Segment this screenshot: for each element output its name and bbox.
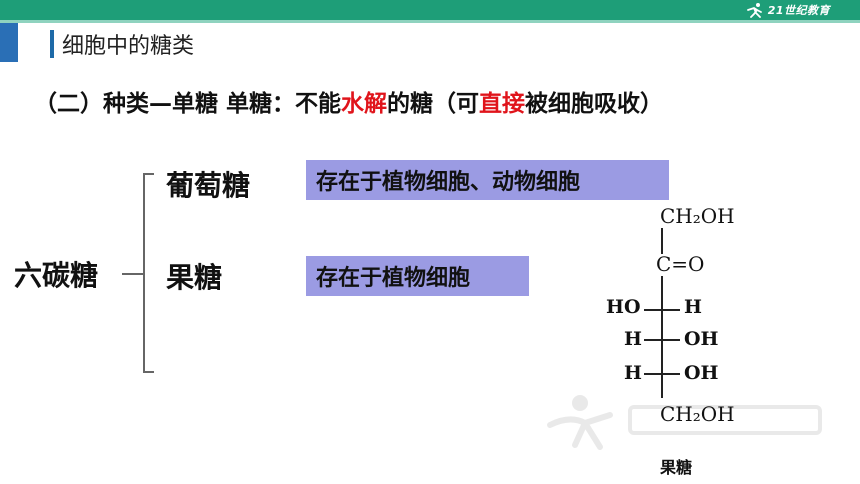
note-box-fructose: 存在于植物细胞: [306, 256, 529, 296]
title-marker: [50, 30, 54, 58]
fructose-structure: CH₂OH C=O HO H H OH H OH CH₂OH 果糖: [592, 198, 762, 484]
formula-row1-right: H: [684, 296, 702, 318]
heading-text-3: 被细胞吸收）: [525, 91, 664, 117]
category-label: 六碳糖: [14, 259, 99, 292]
formula-row3-left: H: [624, 362, 642, 384]
side-accent-bar: [0, 23, 18, 62]
runner-logo-icon: [746, 3, 762, 18]
logo-text: 21世纪教育: [767, 4, 830, 17]
fructose-structural-formula: [644, 228, 680, 398]
heading-keyword-direct: 直接: [479, 91, 526, 117]
formula-row1-left: HO: [606, 296, 641, 318]
heading-keyword-hydrolysis: 水解: [341, 91, 388, 117]
note-box-glucose: 存在于植物细胞、动物细胞: [306, 160, 669, 200]
formula-top-group: CH₂OH: [660, 204, 735, 228]
heading-text-2: 的糖（可: [387, 91, 480, 117]
sugar-name-glucose: 葡萄糖: [166, 169, 251, 202]
top-banner: [0, 0, 860, 20]
heading-text-1: （二）种类—单糖 单糖：不能: [34, 91, 342, 117]
formula-row2-left: H: [624, 328, 642, 350]
formula-bottom-group: CH₂OH: [660, 402, 735, 426]
formula-row3-right: OH: [684, 362, 719, 384]
formula-caption: 果糖: [660, 458, 693, 477]
sugar-name-fructose: 果糖: [166, 261, 223, 294]
formula-carbonyl: C=O: [656, 252, 705, 276]
section-heading: （二）种类—单糖 单糖：不能水解的糖（可直接被细胞吸收）: [34, 84, 663, 118]
category-bracket: [122, 173, 154, 373]
brand-logo: 21世纪教育: [745, 1, 830, 19]
top-banner-stripe: [0, 20, 860, 23]
formula-row2-right: OH: [684, 328, 719, 350]
page-title: 细胞中的糖类: [62, 34, 195, 59]
